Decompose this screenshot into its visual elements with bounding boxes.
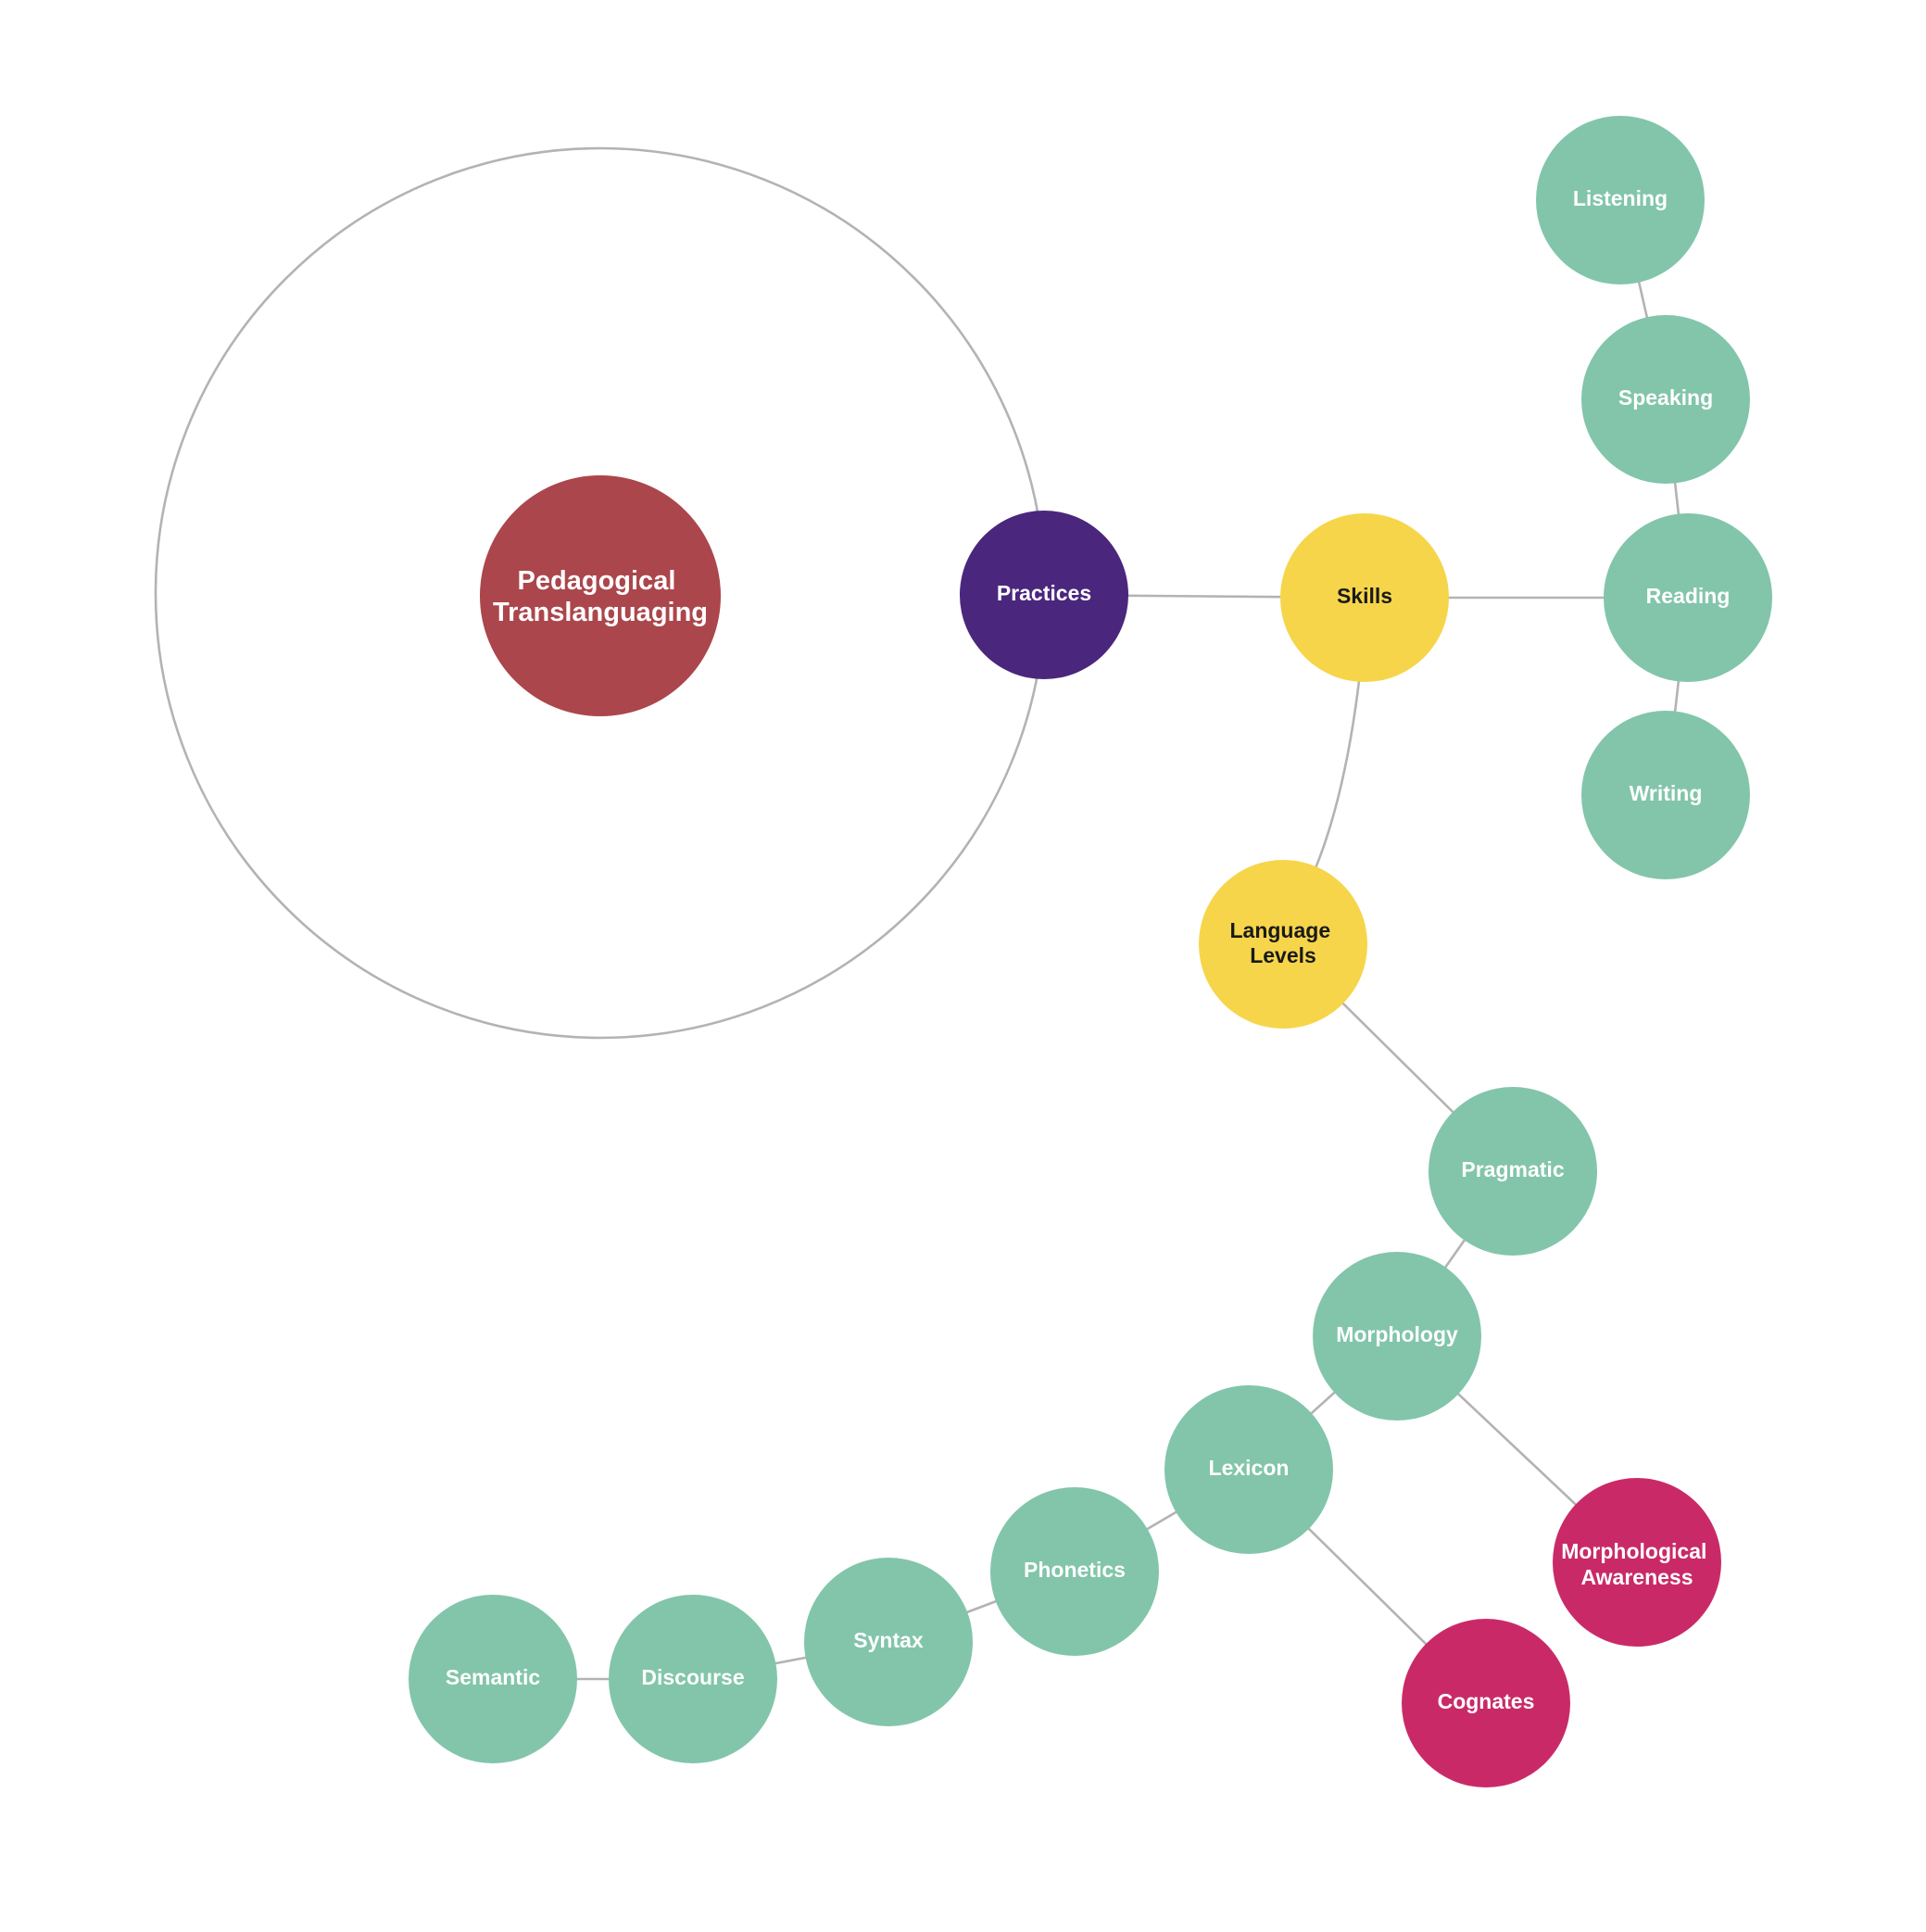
node-label: Skills — [1337, 584, 1392, 608]
node-label: Syntax — [853, 1628, 924, 1652]
node-pragmatic[interactable]: Pragmatic — [1429, 1087, 1597, 1256]
node-circle — [1581, 315, 1750, 484]
node-syntax[interactable]: Syntax — [804, 1558, 973, 1726]
node-label: Phonetics — [1024, 1558, 1126, 1582]
node-reading[interactable]: Reading — [1604, 513, 1772, 682]
node-skills[interactable]: Skills — [1280, 513, 1449, 682]
node-circle — [480, 475, 721, 716]
edges-layer — [493, 199, 1690, 1704]
node-speaking[interactable]: Speaking — [1581, 315, 1750, 484]
node-circle — [1164, 1385, 1333, 1554]
node-circle — [1402, 1619, 1570, 1787]
edge-skills-language-levels — [1314, 680, 1361, 869]
node-label: Pedagogical Translanguaging — [493, 566, 708, 627]
node-label: Cognates — [1438, 1689, 1535, 1713]
node-label: Writing — [1630, 781, 1703, 805]
node-circle — [1553, 1478, 1721, 1647]
node-morphological-awareness[interactable]: Morphological Awareness — [1553, 1478, 1721, 1647]
node-circle — [1199, 860, 1367, 1029]
node-label: Listening — [1573, 186, 1668, 210]
node-circle — [960, 511, 1128, 679]
node-label: Speaking — [1618, 385, 1713, 410]
node-discourse[interactable]: Discourse — [609, 1595, 777, 1763]
node-circle — [1429, 1087, 1597, 1256]
node-circle — [409, 1595, 577, 1763]
node-circle — [609, 1595, 777, 1763]
node-pedagogical-translanguaging[interactable]: Pedagogical Translanguaging — [480, 475, 721, 716]
node-label: Language Levels — [1229, 918, 1336, 967]
node-listening[interactable]: Listening — [1536, 116, 1705, 284]
node-label: Discourse — [641, 1665, 744, 1689]
node-language-levels[interactable]: Language Levels — [1199, 860, 1367, 1029]
node-circle — [1280, 513, 1449, 682]
node-semantic[interactable]: Semantic — [409, 1595, 577, 1763]
node-label: Lexicon — [1209, 1456, 1290, 1480]
node-lexicon[interactable]: Lexicon — [1164, 1385, 1333, 1554]
node-label: Morphology — [1336, 1322, 1458, 1346]
node-circle — [1536, 116, 1705, 284]
node-label: Reading — [1646, 584, 1731, 608]
node-label: Semantic — [446, 1665, 540, 1689]
node-circle — [990, 1487, 1159, 1656]
node-label: Practices — [997, 581, 1091, 605]
node-writing[interactable]: Writing — [1581, 711, 1750, 879]
node-circle — [1313, 1252, 1481, 1421]
node-circle — [1581, 711, 1750, 879]
node-practices[interactable]: Practices — [960, 511, 1128, 679]
node-label: Pragmatic — [1461, 1157, 1564, 1181]
node-phonetics[interactable]: Phonetics — [990, 1487, 1159, 1656]
node-morphology[interactable]: Morphology — [1313, 1252, 1481, 1421]
node-label: Morphological Awareness — [1561, 1539, 1713, 1589]
node-circle — [1604, 513, 1772, 682]
node-circle — [804, 1558, 973, 1726]
node-cognates[interactable]: Cognates — [1402, 1619, 1570, 1787]
nodes-layer: Pedagogical Translanguaging Practices Sk… — [409, 116, 1772, 1787]
